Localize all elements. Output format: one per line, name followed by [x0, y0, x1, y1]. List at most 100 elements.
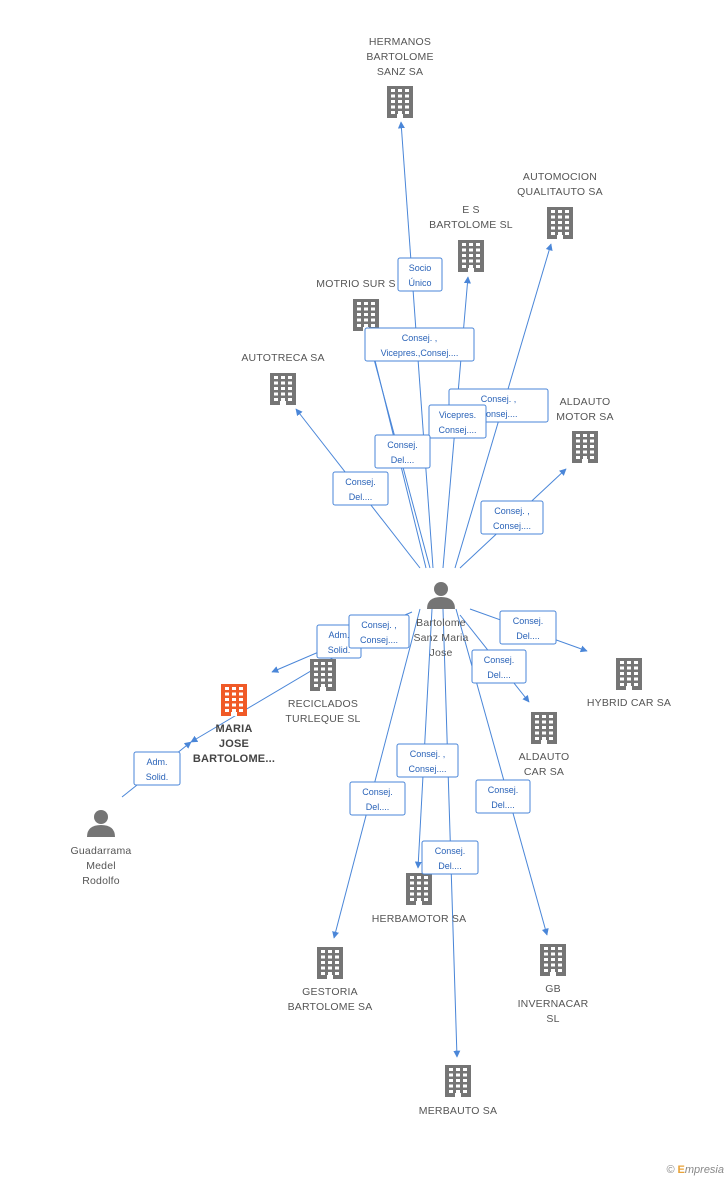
edge-label-text: Consej.: [387, 440, 418, 450]
edge-label[interactable]: Consej. , Consej....: [480, 500, 544, 535]
edge-label-box: [133, 751, 181, 786]
edge-label[interactable]: Consej. ,Consej....: [348, 614, 410, 649]
node-label: Sanz Maria: [413, 632, 468, 644]
edge-label[interactable]: Vicepres. Consej....: [428, 404, 487, 439]
edge-line: [442, 608, 461, 1058]
edge-label-text: Del....: [349, 492, 373, 502]
edge-label-text: Consej. ,: [402, 333, 438, 343]
node-esbartolome[interactable]: E S BARTOLOME SL: [429, 204, 513, 272]
building-icon: [540, 944, 566, 976]
brand-initial: E: [677, 1164, 685, 1176]
node-label: INVERNACAR: [518, 998, 589, 1010]
person-icon: [87, 810, 115, 837]
node-label: ALDAUTO: [519, 751, 570, 763]
node-label: ALDAUTO: [560, 396, 611, 408]
edge-label-text: Vicepres.,Consej....: [381, 348, 459, 358]
node-label: BARTOLOME SL: [429, 219, 513, 231]
node-label: RECICLADOS: [288, 698, 358, 710]
edge-label-text: Consej....: [479, 409, 517, 419]
node-reciclados[interactable]: RECICLADOS TURLEQUE SL: [285, 659, 360, 725]
node-label: MARIA: [215, 723, 252, 735]
node-herbamotor[interactable]: HERBAMOTOR SA: [372, 873, 467, 925]
building-icon: [572, 431, 598, 463]
edge-label[interactable]: Consej. , Vicepres.,Consej....: [364, 327, 475, 362]
copyright-symbol: ©: [666, 1164, 675, 1176]
edge-label-text: Adm.: [146, 757, 167, 767]
node-label: SANZ SA: [377, 66, 423, 78]
edge-label-box: [428, 404, 487, 439]
node-label: E S: [462, 204, 480, 216]
node-label: QUALITAUTO SA: [517, 186, 603, 198]
building-icon: [353, 299, 379, 331]
node-merbauto[interactable]: MERBAUTO SA: [419, 1065, 497, 1117]
edge-label-box: [471, 649, 527, 684]
building-icon: [387, 86, 413, 118]
node-label: Medel: [86, 860, 116, 872]
edge-label-text: Vicepres.: [439, 410, 476, 420]
edge-label-box: [349, 781, 406, 816]
edge-label-text: Consej.: [435, 846, 466, 856]
edge-label-text: Solid.: [328, 645, 351, 655]
edge-label-box: [348, 614, 410, 649]
building-icon: [616, 658, 642, 690]
node-label: Rodolfo: [82, 875, 120, 887]
edge-label-text: Consej....: [360, 635, 398, 645]
edges-layer: [121, 121, 588, 1058]
edge-label-box: [499, 610, 557, 645]
person-icon: [427, 582, 455, 609]
node-maria[interactable]: MARIAJOSEBARTOLOME...: [193, 684, 275, 765]
edge-label-box: [475, 779, 531, 814]
edge-label-text: Consej.: [345, 477, 376, 487]
edge-label[interactable]: Consej.Del....: [349, 781, 406, 816]
node-label: BARTOLOME SA: [288, 1001, 373, 1013]
edge-label-text: Del....: [438, 861, 462, 871]
building-icon: [531, 712, 557, 744]
edge-label-text: Consej....: [493, 521, 531, 531]
edge-label[interactable]: Adm. Solid.: [133, 751, 181, 786]
node-autotreca[interactable]: AUTOTRECA SA: [241, 352, 324, 405]
edge-label-box: [480, 500, 544, 535]
edge-label-text: Del....: [487, 670, 511, 680]
building-icon: [547, 207, 573, 239]
building-icon: [317, 947, 343, 979]
edge-label-text: Único: [408, 278, 431, 288]
edge-label[interactable]: Consej. ,Consej....: [396, 743, 459, 778]
edge-label-text: Consej. ,: [494, 506, 530, 516]
node-label: JOSE: [219, 738, 249, 750]
edge-label-text: Consej. ,: [410, 749, 446, 759]
edge-label-text: Consej.: [488, 785, 519, 795]
edge-label[interactable]: Consej. Del....: [499, 610, 557, 645]
edge-label-text: Consej....: [438, 425, 476, 435]
edge-label[interactable]: Consej. Del....: [421, 840, 479, 875]
edge-label-text: Del....: [516, 631, 540, 641]
node-label: Bartolome: [416, 617, 466, 629]
node-hybrid[interactable]: HYBRID CAR SA: [587, 658, 671, 709]
edge-label-text: Solid.: [146, 772, 169, 782]
node-label: TURLEQUE SL: [285, 713, 360, 725]
node-label: AUTOMOCION: [523, 171, 597, 183]
edge-label-text: Socio: [409, 263, 432, 273]
edge-label-text: Consej.: [513, 616, 544, 626]
node-automocion[interactable]: AUTOMOCION QUALITAUTO SA: [517, 171, 603, 239]
edge-label[interactable]: Consej.Del....: [374, 434, 431, 469]
edge-label[interactable]: Consej.Del....: [475, 779, 531, 814]
building-icon: [458, 240, 484, 272]
edge-label-box: [421, 840, 479, 875]
edge-label[interactable]: Consej. Del....: [332, 471, 389, 506]
edge-label-box: [374, 434, 431, 469]
node-motrio[interactable]: MOTRIO SUR S: [316, 278, 396, 331]
edge-label-text: Consej.: [484, 655, 515, 665]
edge-label[interactable]: Consej. Del....: [471, 649, 527, 684]
building-icon: [445, 1065, 471, 1097]
edge-label-text: Consej. ,: [481, 394, 517, 404]
